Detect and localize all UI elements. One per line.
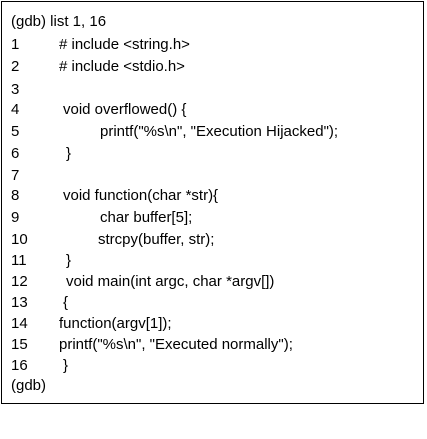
code-text: void main(int argc, char *argv[]) (66, 273, 275, 290)
source-line-4: 4 void overflowed() { (2, 99, 186, 120)
line-number: 2 (11, 58, 20, 75)
gdb-prompt: (gdb) (11, 377, 47, 394)
code-text: function(argv[1]); (59, 315, 172, 332)
line-number: 9 (11, 209, 20, 226)
source-line-13: 13 { (2, 292, 68, 313)
gdb-prompt-line[interactable]: (gdb) (2, 375, 46, 396)
code-text: } (66, 145, 72, 162)
code-text: void overflowed() { (63, 101, 187, 118)
source-line-15: 15 printf("%s\n", "Executed normally"); (2, 334, 293, 355)
code-text: { (63, 294, 69, 311)
code-text: # include <stdio.h> (59, 58, 185, 75)
source-line-11: 11 } (2, 250, 71, 271)
gdb-command-line: (gdb) list 1, 16 (2, 11, 106, 32)
source-line-7: 7 (2, 165, 19, 186)
line-number: 10 (11, 231, 28, 248)
line-number: 8 (11, 187, 20, 204)
source-line-9: 9 char buffer[5]; (2, 207, 192, 228)
code-text: # include <string.h> (59, 36, 190, 53)
source-line-1: 1 # include <string.h> (2, 34, 190, 55)
line-number: 16 (11, 357, 28, 374)
line-number: 6 (11, 145, 20, 162)
gdb-command: (gdb) list 1, 16 (11, 13, 107, 30)
source-line-3: 3 (2, 79, 19, 100)
line-number: 14 (11, 315, 28, 332)
gdb-terminal-output: (gdb) list 1, 16 1 # include <string.h> … (1, 1, 424, 404)
line-number: 12 (11, 273, 28, 290)
source-line-8: 8 void function(char *str){ (2, 185, 218, 206)
source-line-12: 12 void main(int argc, char *argv[]) (2, 271, 274, 292)
code-text: printf("%s\n", "Execution Hijacked"); (100, 123, 339, 140)
source-line-6: 6 } (2, 143, 71, 164)
source-line-16: 16 } (2, 355, 68, 376)
source-line-2: 2 # include <stdio.h> (2, 56, 185, 77)
source-line-5: 5 printf("%s\n", "Execution Hijacked"); (2, 121, 338, 142)
line-number: 3 (11, 81, 20, 98)
code-text: void function(char *str){ (63, 187, 219, 204)
source-line-14: 14 function(argv[1]); (2, 313, 172, 334)
code-text: } (63, 357, 69, 374)
line-number: 5 (11, 123, 20, 140)
source-line-10: 10 strcpy(buffer, str); (2, 229, 214, 250)
line-number: 4 (11, 101, 20, 118)
line-number: 1 (11, 36, 20, 53)
code-text: } (66, 252, 72, 269)
code-text: printf("%s\n", "Executed normally"); (59, 336, 293, 353)
line-number: 7 (11, 167, 20, 184)
line-number: 15 (11, 336, 28, 353)
line-number: 11 (11, 252, 27, 269)
code-text: strcpy(buffer, str); (98, 231, 215, 248)
code-text: char buffer[5]; (100, 209, 193, 226)
line-number: 13 (11, 294, 28, 311)
